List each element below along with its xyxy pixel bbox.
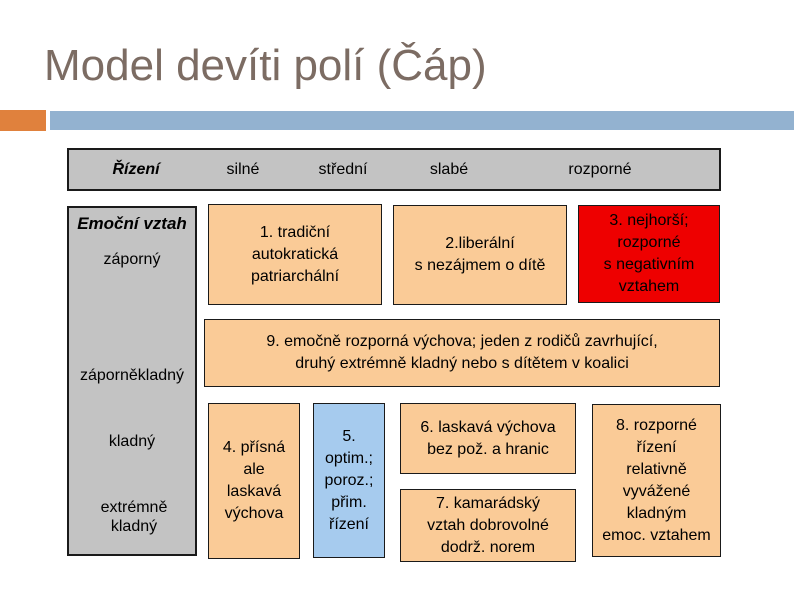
row-label-kladny: kladný [108, 433, 156, 450]
cell-3-nejhorsi-rozporne: 3. nejhorší; rozporné s negativním vztah… [578, 205, 720, 303]
column-header-silne: silné [226, 160, 260, 178]
row-axis-column: Emoční vztah záporný záporněkladný kladn… [67, 206, 197, 556]
row-label-zapornekladny: záporněkladný [79, 367, 185, 384]
row-label-zaporny: záporný [103, 251, 161, 268]
cell-8-rozporne-rizeni-vyvazene: 8. rozporné řízení relativně vyvážené kl… [592, 404, 721, 557]
row-axis-heading: Emoční vztah [77, 214, 187, 233]
cell-7-kamaradsky-vztah: 7. kamarádský vztah dobrovolné dodrž. no… [400, 489, 576, 562]
cell-1-tradicni-autokraticka: 1. tradiční autokratická patriarchální [208, 204, 382, 305]
cell-6-laskava-bez-pozadavku: 6. laskavá výchova bez pož. a hranic [400, 403, 576, 474]
accent-bar-blue [50, 111, 794, 130]
cell-2-liberalni-nezajem: 2.liberální s nezájmem o dítě [393, 205, 567, 305]
column-header-rozporne: rozporné [568, 160, 632, 178]
column-header-slabe: slabé [429, 160, 469, 178]
header-corner-rizeni: Řízení [112, 160, 160, 178]
cell-9-emocne-rozporna-vychova: 9. emočně rozporná výchova; jeden z rodi… [204, 319, 720, 387]
row-label-extremne-kladny: extrémně kladný [100, 499, 168, 535]
matrix-header-row: Řízení silné střední slabé rozporné [67, 148, 721, 191]
slide-title: Model devíti polí (Čáp) [44, 41, 487, 90]
cell-5-optimalni-rizeni: 5. optim.; poroz.; přim. řízení [313, 403, 385, 558]
accent-bar-orange [0, 110, 46, 131]
cell-4-prisna-ale-laskava: 4. přísná ale laskavá výchova [208, 403, 300, 559]
column-header-stredni: střední [318, 160, 368, 178]
